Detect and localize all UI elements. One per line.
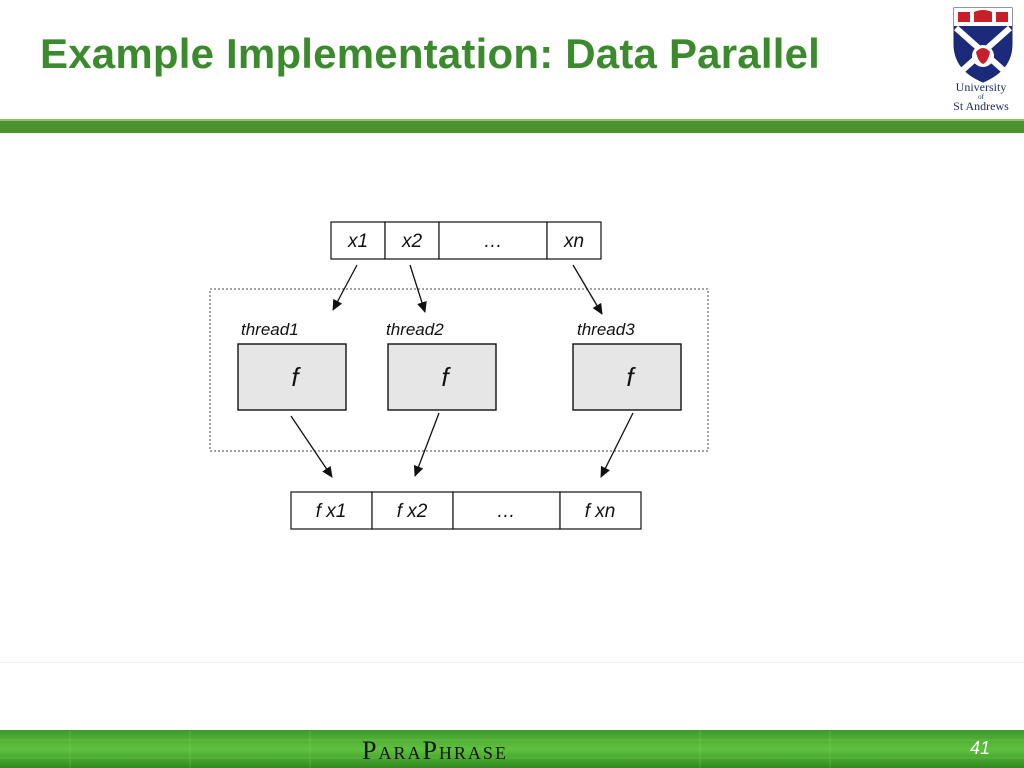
footer-divider: [0, 662, 1024, 663]
output-cell-label: f xn: [585, 501, 616, 522]
function-label: f: [626, 362, 636, 392]
arrow-input-to-thread: [572, 264, 603, 315]
output-cell: [290, 491, 373, 530]
logo-line-of: of: [978, 93, 984, 101]
output-cell: [452, 491, 561, 530]
header-rule-highlight: [0, 119, 1024, 121]
slide-page-number: 41: [969, 738, 990, 758]
footer-pattern: [0, 730, 1024, 768]
function-label: f: [441, 362, 451, 392]
thread-label: thread2: [386, 320, 444, 339]
input-cell: [330, 221, 386, 260]
input-cell-label: x1: [347, 231, 368, 252]
arrow-thread-to-output: [290, 415, 333, 478]
output-cell-label: f x2: [397, 501, 428, 522]
input-cell-label: x2: [401, 231, 423, 252]
paraphrase-brand-logo: ParaPhrase: [362, 736, 508, 765]
thread-label: thread1: [241, 320, 299, 339]
function-label: f: [291, 362, 301, 392]
input-cell: [438, 221, 548, 260]
thread-pool-region: [209, 288, 709, 452]
function-box: [237, 343, 347, 411]
function-box: [572, 343, 682, 411]
input-cell-label: …: [484, 231, 503, 252]
header-rule: [0, 121, 1024, 133]
input-cell-label: xn: [563, 231, 584, 252]
slide-title: Example Implementation: Data Parallel: [40, 30, 820, 77]
arrow-input-to-thread: [409, 264, 427, 313]
input-array: x1 x2 … xn: [330, 221, 602, 260]
arrow-input-to-thread: [332, 264, 358, 311]
logo-line-st-andrews: St Andrews: [953, 99, 1009, 113]
thread-label: thread3: [577, 320, 635, 339]
arrow-thread-to-output: [600, 412, 634, 478]
input-cell: [384, 221, 440, 260]
output-array: f x1 f x2 … f xn: [290, 491, 642, 530]
function-box: [387, 343, 497, 411]
output-cell-label: …: [497, 501, 516, 522]
footer-banner: [0, 730, 1024, 768]
output-cell: [559, 491, 642, 530]
logo-line-university: University: [955, 80, 1007, 94]
university-crest-logo: [953, 7, 1013, 83]
output-cell-label: f x1: [316, 501, 347, 522]
arrow-thread-to-output: [413, 412, 440, 477]
input-cell: [546, 221, 602, 260]
